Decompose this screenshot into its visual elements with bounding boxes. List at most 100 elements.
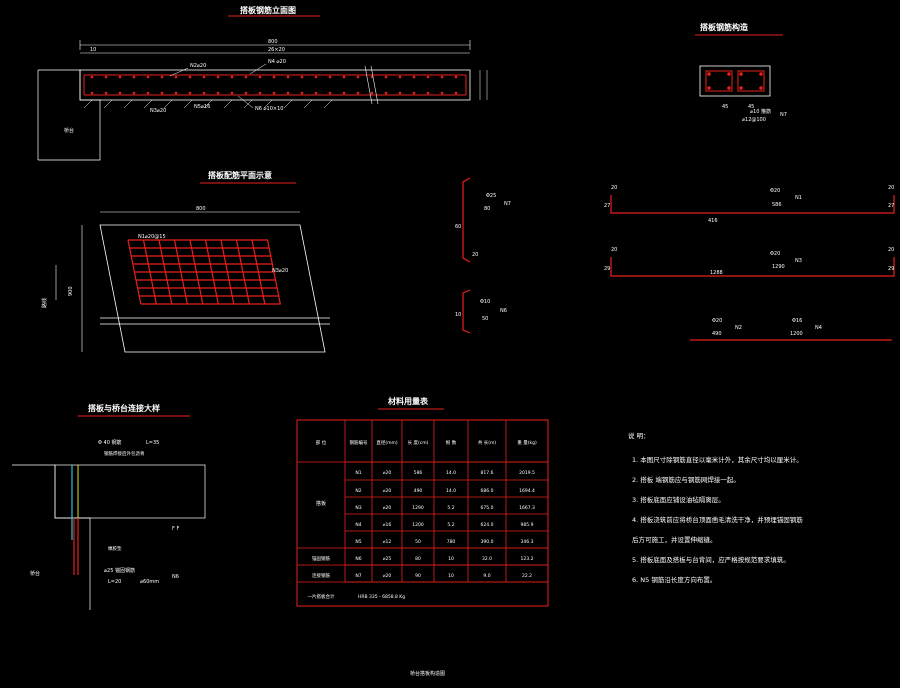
table-cell: 90 [415,573,421,579]
table-cell: 80 [415,556,421,562]
rebar-dot [202,75,206,79]
table-cell: ⌀25 [383,556,392,562]
table-cell: 50 [415,539,421,545]
table-cell: N1 [355,470,361,476]
table-cell: ⌀12 [383,539,392,545]
rebar-dot [727,86,731,90]
rebar-dot [132,91,136,95]
beam-dim-a: 45 [722,104,728,110]
table-cell: 686.0 [481,488,494,494]
table-group-main: 搭板 [316,500,326,507]
joint-d60: ⌀60mm [140,579,159,585]
note-item: 5. 搭板底面及搭板与台背间，应严格按规范要求填筑。 [632,555,790,564]
table-header-cell: 根 数 [446,439,457,446]
rebar-bend-details: Φ25 80 N7 60 20 Φ10 50 N6 10 20 20 27 27… [455,177,895,341]
rebar-dot [707,72,711,76]
table-cell: 14.0 [446,470,456,476]
table-cell: 817.6 [481,470,494,476]
rebar-dot [244,75,248,79]
rebar-dot [230,91,234,95]
plan-width: 800 [196,206,206,212]
n4-diameter: Φ16 [792,318,802,324]
n3-hook-a: 20 [611,247,617,253]
rebar-dot [174,75,178,79]
beam-note2: ⌀12@100 [742,117,766,123]
notes-heading: 说 明： [628,431,650,440]
n1-rise-a: 27 [604,203,610,209]
rebar-dot [286,91,290,95]
n1-span: 416 [708,218,718,224]
table-cell: 9.0 [483,573,490,579]
joint-note: 钢筋焊接后外包沥青 [104,450,145,457]
joint-l35: L=35 [146,440,159,446]
rebar-dot [398,75,402,79]
table-header-cell: 部 位 [316,439,327,446]
drawing-name: 桥台搭板构造图 [410,670,445,677]
table-cell: 5.2 [447,522,454,528]
rebar-dot [356,91,360,95]
rebar-dot [146,91,150,95]
table-cell: N2 [355,488,361,494]
table-cell: 5.2 [447,505,454,511]
rebar-dot [272,91,276,95]
rebar-dot [342,75,346,79]
table-cell: 1667.3 [519,505,535,511]
rebar-dot [216,91,220,95]
beam-outline [699,65,771,97]
table-cell: 1694.4 [519,488,535,494]
rebar-dot [412,75,416,79]
material-table: 材料用量表 部 位钢筋编号直径(mm)长 度(cm)根 数共 长(m)重 量(k… [296,396,549,607]
beam-section-view: 搭板钢筋构造 45 45 ⌀10 箍筋 N7 ⌀12@100 [695,22,787,123]
abutment-outline [38,69,101,161]
rebar-dot [90,91,94,95]
table-cell: 2019.5 [519,470,535,476]
table-cell: 624.0 [481,522,494,528]
rebar-dot [188,91,192,95]
rebar-dot [174,91,178,95]
table-header-cell: 钢筋编号 [350,439,368,446]
table-cell: 10 [448,556,454,562]
table-cell: ⌀20 [383,470,392,476]
rebar-dot [426,75,430,79]
table-cell: 586 [414,470,423,476]
n3-rise-b: 29 [888,266,894,272]
rebar-dot [160,75,164,79]
beam-n7: N7 [780,112,787,118]
n1-hook-b: 20 [888,185,894,191]
joint-d40: Φ 40 钢筋 [98,439,121,446]
joint-rubber: 橡胶垫 [108,545,122,552]
abutment-label: 桥台 [64,127,74,134]
rebar-dot [90,75,94,79]
table-cell: 10 [448,573,454,579]
n2-diameter: Φ20 [712,318,722,324]
n4-name: N4 [815,325,822,331]
joint-detail-view: 搭板与桥台连接大样 Φ 40 钢筋 L=35 钢筋焊接后外包沥青 F F 橡胶垫… [12,403,206,610]
plan-n1: N1⌀20@15 [138,234,166,240]
rebar-dot [146,75,150,79]
table-cell: ⌀16 [383,522,392,528]
rebar-dot [739,72,743,76]
joint-n6: N6 [172,574,179,580]
label-n4: N4 ⌀20 [268,59,286,65]
joint-ff: F F [172,526,179,532]
n3-span: 1288 [710,270,723,276]
rebar-dot [328,91,332,95]
rebar-dot [454,91,458,95]
n3-name: N3 [795,258,802,264]
label-n3: N3⌀20 [150,108,166,114]
rebar-dot [314,75,318,79]
dim-total: 800 [268,39,278,45]
plan-n3: N3⌀20 [272,268,288,274]
bar-n7-end: 20 [472,252,478,258]
table-cell: N5 [355,539,361,545]
rebar-dot [398,91,402,95]
dim-spacing: 26×20 [268,47,285,53]
rebar-dot [314,91,318,95]
rebar-dot [118,91,122,95]
rebar-dot [132,75,136,79]
joint-abutment: 桥台 [30,570,40,577]
table-header-cell: 长 度(cm) [408,439,429,446]
joint-detail-title: 搭板与桥台连接大样 [88,403,160,413]
bar-n6-name: N6 [500,308,507,314]
table-header-cell: 重 量(kg) [517,439,537,446]
